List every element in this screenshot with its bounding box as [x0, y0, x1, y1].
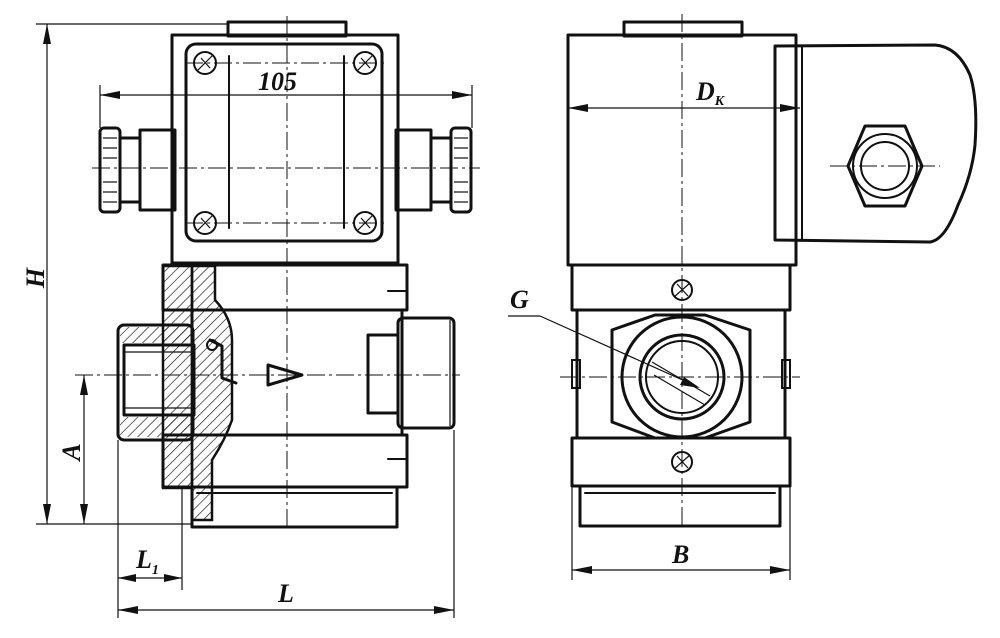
dimension-l: L [118, 430, 455, 618]
leader-g: G [508, 285, 700, 388]
label-h: H [21, 267, 50, 289]
label-l: L [277, 579, 294, 608]
dimension-dk: DK [568, 77, 800, 112]
front-view: 105 H A L1 [21, 16, 480, 618]
label-g: G [510, 285, 529, 314]
label-105: 105 [258, 67, 297, 96]
flow-arrow-icon [266, 363, 304, 387]
dimension-l1: L1 [117, 440, 183, 618]
dimension-h: H [21, 23, 228, 525]
label-dk: DK [695, 77, 726, 109]
label-b: B [671, 540, 689, 569]
dimension-b: B [571, 486, 791, 580]
cable-gland-left [98, 126, 177, 214]
label-a: A [57, 443, 86, 462]
dimension-105: 105 [99, 67, 473, 128]
cable-gland-right [394, 126, 473, 214]
section-hatch [161, 264, 194, 490]
side-view: DK G B [508, 14, 978, 580]
label-l1: L1 [135, 545, 159, 578]
dimension-a: A [57, 375, 88, 524]
